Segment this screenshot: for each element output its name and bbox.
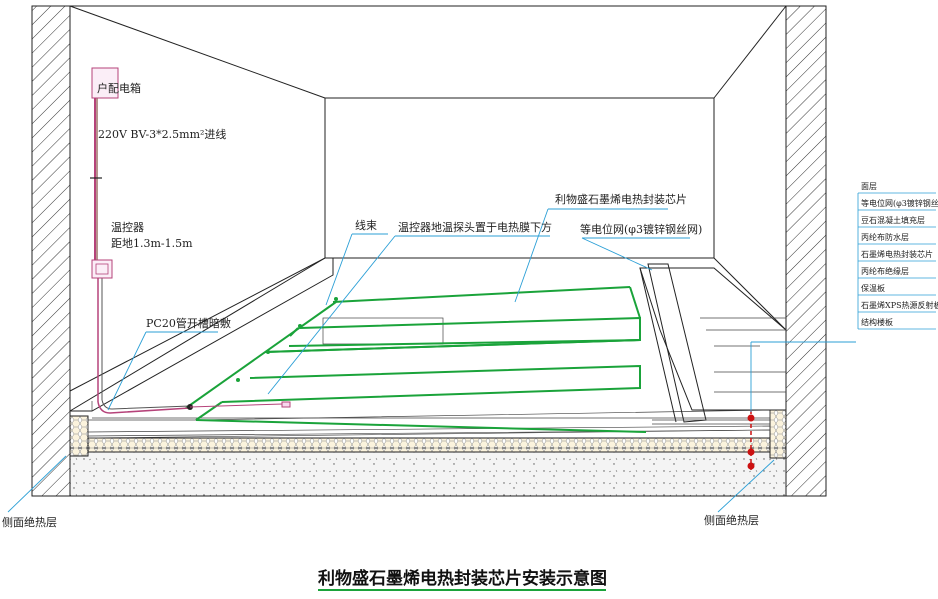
equipotential-mesh-label: 等电位网(φ3镀锌钢丝网) [580, 222, 702, 236]
room-outline [69, 5, 787, 412]
layer-item: 丙纶布绝缘层 [858, 266, 936, 279]
thermostat-probe-label: 温控器地温探头置于电热膜下方 [398, 220, 552, 234]
conduit-label: PC20管开槽暗敷 [146, 316, 231, 330]
diagram-title: 利物盛石墨烯电热封装芯片安装示意图 [318, 568, 607, 589]
layer-item: 石墨烯电热封装芯片 [858, 249, 936, 262]
skirting [69, 257, 334, 412]
wire-bundle-label: 线束 [355, 218, 377, 232]
incoming-line-label: 220V BV-3*2.5mm²进线 [98, 127, 226, 141]
layer-item: 石墨烯XPS热源反射板绝热层 [858, 300, 938, 313]
right-wall [785, 5, 827, 497]
layer-label: 保温板 [861, 283, 885, 293]
layer-item: 豆石混凝土填充层 [858, 215, 936, 228]
thermostat-box [91, 259, 113, 279]
floor-detail-block [639, 263, 787, 425]
distribution-box [91, 67, 119, 99]
section-markers [747, 410, 755, 470]
layer-item: 结构楼板 [858, 317, 936, 330]
thermostat-label: 温控器 [111, 220, 144, 234]
side-insulation-left-label: 侧面绝热层 [2, 515, 57, 529]
left-wall [31, 5, 71, 497]
layer-label: 石墨烯电热封装芯片 [861, 249, 933, 259]
layer-item: 保温板 [858, 283, 936, 296]
floor-section [69, 409, 787, 497]
layer-item: 丙纶布防水层 [858, 232, 936, 245]
layer-label: 豆石混凝土填充层 [861, 215, 925, 225]
layer-item: 面层 [858, 182, 936, 194]
distribution-box-label: 户配电箱 [97, 81, 141, 95]
heating-cables [185, 286, 647, 433]
chip-label: 利物盛石墨烯电热封装芯片 [555, 192, 687, 206]
layer-label: 丙纶布防水层 [861, 232, 909, 242]
layer-label: 石墨烯XPS热源反射板绝热层 [861, 300, 938, 310]
side-insulation-right-label: 侧面绝热层 [704, 513, 759, 527]
layer-label: 丙纶布绝缘层 [861, 266, 909, 276]
probe-zone [322, 317, 444, 345]
layer-label: 结构楼板 [861, 317, 893, 327]
leader-lines [7, 208, 856, 513]
layer-label: 等电位网(φ3镀锌钢丝网) [861, 198, 938, 208]
layer-item: 等电位网(φ3镀锌钢丝网) [858, 198, 938, 211]
layer-label: 面层 [861, 182, 877, 191]
conduit-wiring [90, 98, 291, 414]
thermostat-height-label: 距地1.3m-1.5m [111, 237, 193, 250]
